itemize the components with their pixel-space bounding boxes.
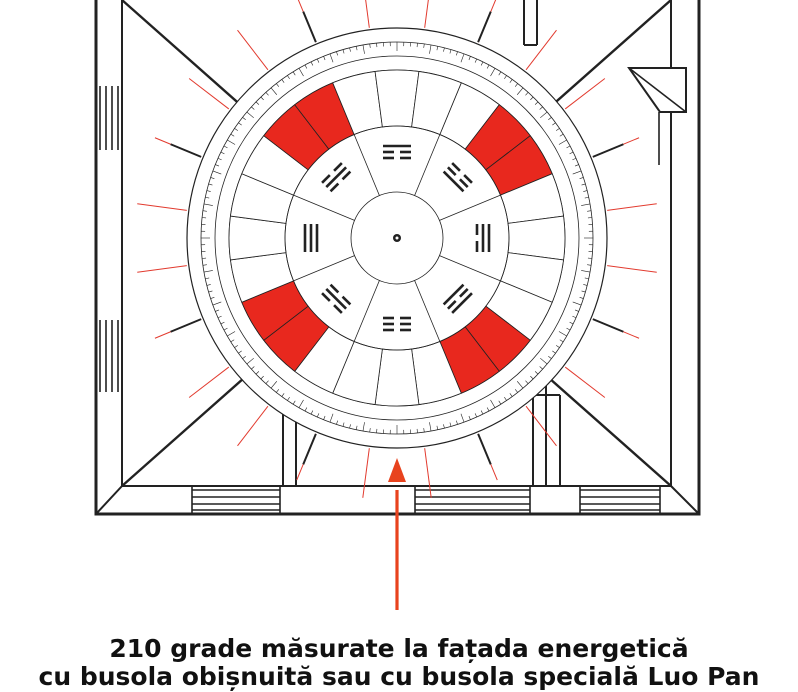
ray-line (238, 30, 268, 70)
ray-line (526, 406, 556, 446)
sector-boundary-tick (171, 319, 201, 332)
direction-arrow (388, 458, 406, 610)
partition-wall (533, 395, 560, 486)
corner-line (671, 486, 699, 514)
sector-boundary-tick (593, 319, 623, 332)
luo-pan-compass-diagram (0, 0, 798, 610)
ray-line (607, 204, 657, 211)
ray-line (363, 0, 370, 28)
ray-line (137, 204, 187, 211)
sector-boundary-tick (171, 144, 201, 157)
sector-boundary-tick (593, 144, 623, 157)
ray-line (607, 266, 657, 273)
ray-line (526, 30, 556, 70)
compass-dial (187, 28, 607, 448)
caption-line-1: 210 grade măsurate la fațada energetică (0, 634, 798, 664)
ray-line (565, 79, 605, 109)
ray-line (425, 0, 432, 28)
ray-line (137, 266, 187, 273)
door-frame (659, 112, 671, 165)
center-pin-hole (396, 237, 399, 240)
ray-line (238, 406, 268, 446)
ray-line (565, 367, 605, 397)
corner-line (96, 486, 122, 514)
ray-line (363, 448, 370, 498)
ray-line (189, 367, 229, 397)
caption-line-2: cu busola obișnuită sau cu busola specia… (0, 662, 798, 692)
sector-boundary-tick (478, 434, 491, 464)
sector-boundary-tick (303, 434, 316, 464)
arrow-head (388, 458, 406, 482)
sector-boundary-tick (303, 12, 316, 42)
sector-boundary-tick (478, 12, 491, 42)
partition-wall (524, 0, 537, 45)
ray-line (189, 79, 229, 109)
